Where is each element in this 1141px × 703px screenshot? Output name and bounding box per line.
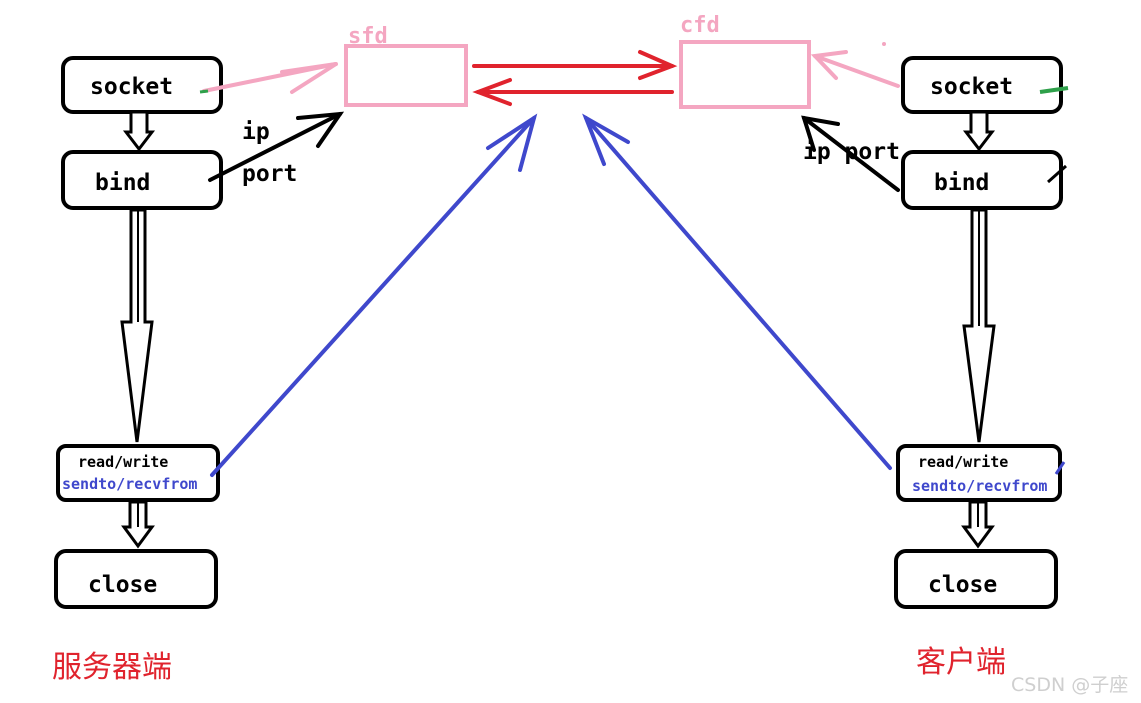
server-bind-to-sfd-arrow [208,111,345,182]
server-bind-box [61,150,223,210]
server-rw-node: read/write sendto/recvfrom [56,444,220,502]
server-bind-node: bind [61,150,223,210]
client-socket-node: socket [901,56,1063,114]
watermark: CSDN @子座 [1011,674,1128,696]
client-bind-node: bind [901,150,1063,210]
cfd-label: cfd [680,13,720,38]
server-close-box [54,549,218,609]
client-rw-node: read/write sendto/recvfrom [896,444,1062,502]
client-close-node: close [894,549,1058,609]
server-arrow-socket-to-bind [122,110,156,152]
server-socket-node: socket [61,56,223,114]
server-rw-label-1: read/write [78,453,168,471]
client-close-box [894,549,1058,609]
client-bind-box [901,150,1063,210]
server-rw-to-fd-arrow [210,113,538,477]
client-close-label: close [928,572,997,598]
sfd-to-cfd-arrow [472,50,678,80]
client-arrow-socket-to-bind [962,110,996,152]
client-rw-label-2: sendto/recvfrom [912,477,1047,495]
client-rw-label-1: read/write [918,453,1008,471]
client-rw-to-fd-arrow [582,113,892,470]
client-rw-box [896,444,1062,502]
client-bind-to-cfd-arrow [801,115,900,192]
sfd-box [344,44,468,107]
server-close-label: close [88,572,157,598]
server-rw-label-2: sendto/recvfrom [62,475,197,493]
server-socket-label: socket [90,74,173,100]
cfd-to-sfd-arrow [472,78,674,106]
cfd-box [679,40,811,109]
client-side-label: 客户端 [916,645,1006,680]
server-socket-to-sfd-arrow [202,62,338,94]
server-close-node: close [54,549,218,609]
server-side-label: 服务器端 [52,650,172,685]
server-rw-box [56,444,220,502]
server-port-label: port [242,161,297,187]
client-bind-label: bind [934,170,989,196]
client-socket-label: socket [930,74,1013,100]
server-ip-label: ip [242,119,270,145]
server-arrow-bind-to-rw [120,208,154,443]
client-socket-to-cfd-arrow [810,50,900,88]
server-bind-label: bind [95,170,150,196]
client-ip-port-label: ip port [803,139,900,165]
